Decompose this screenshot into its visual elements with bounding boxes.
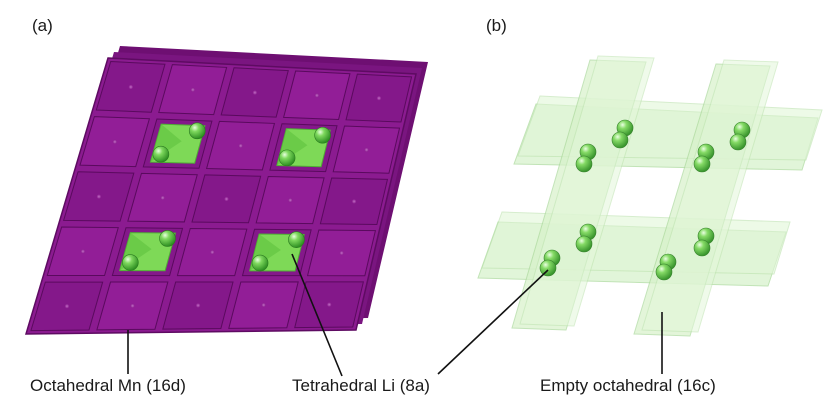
mn-atom (210, 250, 214, 254)
li-atom (656, 264, 672, 280)
li-atom (122, 255, 138, 271)
li-atom (540, 260, 556, 276)
mn-atom (352, 199, 356, 203)
mn-atom (261, 303, 265, 307)
mn-atom (161, 196, 165, 200)
caption-empty-octahedral: Empty octahedral (16c) (540, 376, 716, 396)
li-atom (576, 156, 592, 172)
mn-atom (97, 194, 101, 198)
mn-atom (129, 85, 133, 89)
li-atom (730, 134, 746, 150)
li-atom (153, 146, 169, 162)
li-atom (694, 156, 710, 172)
mn-atom (327, 302, 331, 306)
mn-atom (339, 251, 343, 255)
li-atom (189, 123, 205, 139)
mn-atom (113, 140, 117, 144)
empty-octahedra-sheet (482, 212, 790, 274)
caption-tetrahedral-li: Tetrahedral Li (8a) (292, 376, 430, 396)
panel-label-a: (a) (32, 16, 53, 36)
mn-atom (377, 96, 381, 100)
mn-atom (196, 303, 200, 307)
mn-atom (288, 198, 292, 202)
li-atom (612, 132, 628, 148)
panel-a-structure (26, 46, 428, 334)
li-atom (576, 236, 592, 252)
li-atom (252, 255, 268, 271)
panel-b-structure (478, 56, 822, 336)
panel-label-b: (b) (486, 16, 507, 36)
li-atom (279, 150, 295, 166)
li-atom (315, 127, 331, 143)
mn-atom (364, 148, 368, 152)
mn-atom (253, 90, 257, 94)
mn-atom (130, 304, 134, 308)
mn-atom (224, 197, 228, 201)
caption-octahedral-mn: Octahedral Mn (16d) (30, 376, 186, 396)
mn-atom (191, 88, 195, 92)
li-atom (160, 230, 176, 246)
mn-atom (315, 93, 319, 97)
mn-atom (65, 304, 69, 308)
mn-atom (81, 249, 85, 253)
li-atom (288, 232, 304, 248)
li-atom (694, 240, 710, 256)
mn-atom (239, 144, 243, 148)
